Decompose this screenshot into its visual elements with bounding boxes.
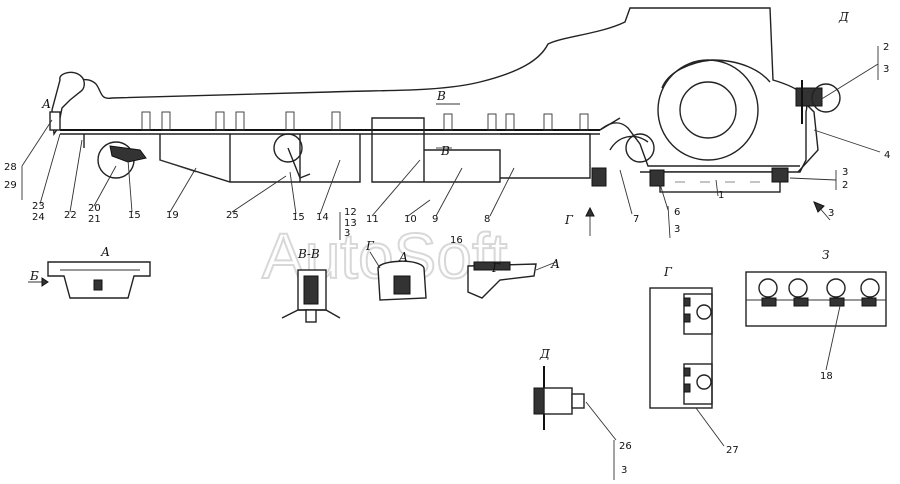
detail-lever bbox=[467, 261, 557, 299]
view-label-vZ: З bbox=[822, 248, 829, 262]
callout-c19: 19 bbox=[166, 210, 179, 221]
callout-c11: 11 bbox=[366, 214, 379, 225]
detail-view-g-panel bbox=[649, 287, 725, 447]
detail-view-g-round bbox=[369, 251, 427, 301]
callout-c3b: 3 bbox=[842, 167, 848, 178]
view-label-vB5: Б bbox=[29, 269, 39, 283]
view-label-vA4: А bbox=[100, 245, 110, 259]
callout-c9: 9 bbox=[432, 214, 438, 225]
detail-view-d bbox=[533, 366, 617, 480]
callout-c14: 14 bbox=[316, 212, 329, 223]
callout-c13: 13 bbox=[344, 218, 357, 229]
view-label-vB1: В bbox=[436, 89, 446, 103]
callout-c15: 15 bbox=[128, 210, 141, 221]
callout-c6: 6 bbox=[674, 207, 680, 218]
view-label-vD: Д bbox=[838, 10, 849, 24]
callout-c3d: 3 bbox=[344, 228, 350, 239]
callout-c26: 26 bbox=[619, 441, 632, 452]
view-label-vA: А bbox=[41, 97, 51, 111]
callout-c10: 10 bbox=[404, 214, 417, 225]
callout-c3c: 3 bbox=[674, 224, 680, 235]
rear-clips bbox=[591, 167, 789, 187]
callout-c3: 3 bbox=[883, 64, 889, 75]
callout-c29: 29 bbox=[4, 180, 17, 191]
callout-c27: 27 bbox=[726, 445, 739, 456]
mid-pulley-arm bbox=[287, 147, 311, 179]
leader-lines bbox=[21, 46, 881, 240]
detail-view-z bbox=[745, 271, 887, 371]
detail-section-bb bbox=[281, 269, 341, 323]
view-labels: А В В В-В Г А Г Г А Д А Б Г З Д bbox=[29, 10, 849, 361]
callout-c15b: 15 bbox=[292, 212, 305, 223]
callout-c24: 24 bbox=[32, 212, 45, 223]
view-label-vG2: Г bbox=[564, 213, 574, 227]
callout-c16: 16 bbox=[450, 235, 463, 246]
callout-c20: 20 bbox=[88, 203, 101, 214]
callout-z1: 3 bbox=[828, 208, 834, 219]
body-outline bbox=[61, 7, 808, 173]
callout-c12: 12 bbox=[344, 207, 357, 218]
front-tow-hook bbox=[51, 71, 85, 137]
wheel-hub bbox=[679, 81, 737, 139]
callout-c28: 28 bbox=[4, 162, 17, 173]
callout-labels: 1234326378910161112133141525191520212223… bbox=[4, 42, 890, 476]
mid-pulley bbox=[273, 133, 303, 163]
rear-fender bbox=[599, 122, 800, 167]
callout-c21: 21 bbox=[88, 214, 101, 225]
truss-diagonal bbox=[159, 159, 197, 173]
view-label-vB2: В bbox=[440, 144, 450, 158]
view-label-vBB: В-В bbox=[297, 247, 320, 261]
section-markers bbox=[436, 103, 831, 236]
callout-c2: 2 bbox=[883, 42, 889, 53]
callout-c7: 7 bbox=[633, 214, 639, 225]
rail-risers bbox=[141, 111, 589, 131]
callout-c22: 22 bbox=[64, 210, 77, 221]
callout-c4: 4 bbox=[884, 150, 890, 161]
callout-c8: 8 bbox=[484, 214, 490, 225]
view-label-vA2: А bbox=[398, 250, 408, 264]
rear-arch bbox=[609, 135, 649, 151]
callout-c18: 18 bbox=[820, 371, 833, 382]
view-label-vG: Г bbox=[365, 239, 375, 253]
callout-c3e: 3 bbox=[621, 465, 627, 476]
callout-c2b: 2 bbox=[842, 180, 848, 191]
view-label-vG3: Г bbox=[491, 261, 501, 275]
view-label-vG4: Г bbox=[663, 265, 673, 279]
mirror-mount bbox=[795, 87, 823, 107]
view-label-vA3: А bbox=[550, 257, 560, 271]
rear-ring bbox=[625, 133, 655, 163]
detail-view-a bbox=[28, 261, 151, 299]
view-label-vD2: Д bbox=[539, 347, 550, 361]
front-clamp bbox=[109, 145, 147, 163]
callout-c25: 25 bbox=[226, 210, 239, 221]
callout-c1: 1 bbox=[718, 190, 724, 201]
lower-truss bbox=[83, 117, 591, 183]
wheel-arch bbox=[657, 59, 759, 161]
mirror-head bbox=[811, 83, 841, 113]
front-bracket bbox=[49, 111, 61, 131]
callout-c23: 23 bbox=[32, 201, 45, 212]
